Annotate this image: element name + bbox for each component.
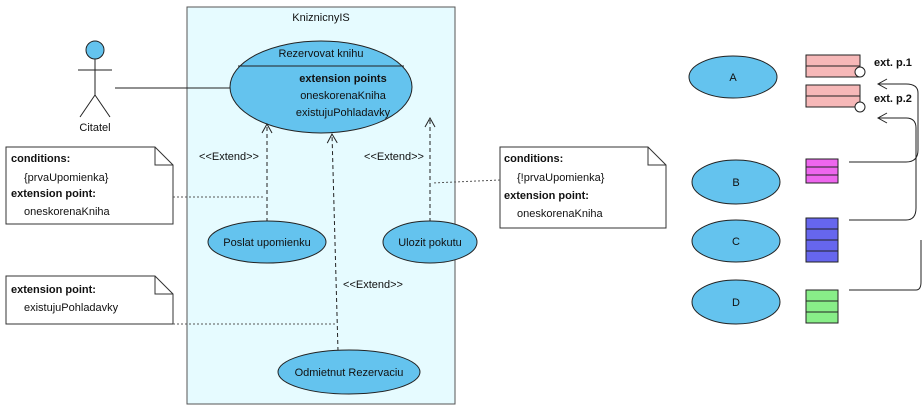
legend-ellipse-d[interactable]: D xyxy=(691,279,781,325)
legend-b-label: B xyxy=(732,177,739,189)
actor-name: Citatel xyxy=(79,122,110,134)
ext-label-1: ext. p.1 xyxy=(874,57,912,69)
note-conditions-2[interactable]: conditions: {!prvaUpomienka} extension p… xyxy=(499,146,667,229)
legend-ellipse-a[interactable]: A xyxy=(688,55,778,99)
note-extension-point[interactable]: extension point: existujuPohladavky xyxy=(5,275,174,325)
use-case-rezervovat-knihu[interactable]: Rezervovat knihu extension points onesko… xyxy=(229,40,413,134)
note2-conditions-title: conditions: xyxy=(504,153,563,165)
odmietnut-rezervaciu-label: Odmietnut Rezervaciu xyxy=(295,367,404,379)
legend-green-block[interactable] xyxy=(805,289,839,324)
note2-ext-title: extension point: xyxy=(504,190,589,202)
note3-ext-title: extension point: xyxy=(11,284,96,296)
note1-conditions-title: conditions: xyxy=(11,153,70,165)
use-case-odmietnut-rezervaciu[interactable]: Odmietnut Rezervaciu xyxy=(277,349,421,395)
legend-connector-b xyxy=(849,78,919,163)
actor-citatel[interactable]: Citatel xyxy=(78,40,112,134)
legend-magenta-block[interactable] xyxy=(805,158,839,184)
note1-condition: {prvaUpomienka} xyxy=(24,172,109,184)
legend-blue-block[interactable] xyxy=(805,217,839,263)
ext-point-1-port xyxy=(854,66,866,78)
legend-connector-d xyxy=(849,240,922,291)
note-conditions-1[interactable]: conditions: {prvaUpomienka} extension po… xyxy=(5,146,174,225)
legend-ellipse-b[interactable]: B xyxy=(691,159,781,205)
extension-point-1: oneskorenaKniha xyxy=(300,90,387,102)
poslat-upomienku-label: Poslat upomienku xyxy=(223,237,310,249)
use-case-ulozit-pokutu[interactable]: Ulozit pokutu xyxy=(382,220,478,264)
legend-pink-block[interactable] xyxy=(805,54,866,113)
note2-connector xyxy=(431,179,501,184)
main-use-case-name: Rezervovat knihu xyxy=(279,48,364,60)
legend-c-label: C xyxy=(732,236,740,248)
extend-arrow-odmietnut xyxy=(326,132,339,352)
ext-point-2-port xyxy=(854,101,866,113)
extend-label-1: <<Extend>> xyxy=(199,151,259,163)
legend-ellipse-c[interactable]: C xyxy=(691,219,781,263)
note1-ext-title: extension point: xyxy=(11,188,96,200)
ext-label-2: ext. p.2 xyxy=(874,93,912,105)
note3-ext-point: existujuPohladavky xyxy=(24,302,119,314)
note2-ext-point: oneskorenaKniha xyxy=(517,208,604,220)
note1-ext-point: oneskorenaKniha xyxy=(24,206,111,218)
use-case-poslat-upomienku[interactable]: Poslat upomienku xyxy=(207,220,327,264)
system-name: KniznicnyIS xyxy=(292,12,349,24)
extension-points-title: extension points xyxy=(299,73,386,85)
extension-point-2: existujuPohladavky xyxy=(296,107,391,119)
ulozit-pokutu-label: Ulozit pokutu xyxy=(398,237,462,249)
note2-condition: {!prvaUpomienka} xyxy=(517,172,605,184)
actor-head xyxy=(85,40,105,60)
legend-d-label: D xyxy=(732,297,740,309)
extend-label-3: <<Extend>> xyxy=(343,279,403,291)
legend-a-label: A xyxy=(729,72,737,84)
extend-label-2: <<Extend>> xyxy=(364,151,424,163)
legend-connector-c xyxy=(849,112,917,221)
